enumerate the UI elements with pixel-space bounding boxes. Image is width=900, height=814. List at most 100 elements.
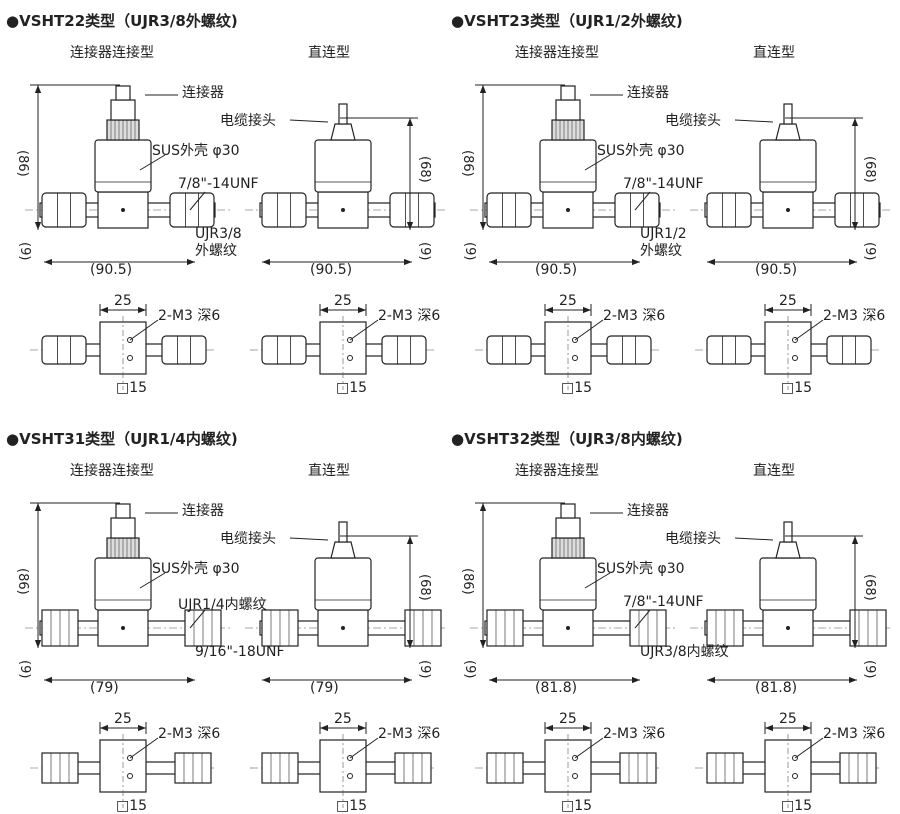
arrow-head [583,306,591,314]
bottom-square-left: □15 [116,798,148,814]
bottom-left-fitting [486,752,524,784]
m3-hole [792,355,798,361]
section-title: ●VSHT23类型（UJR1/2外螺纹) [451,12,683,30]
connector-body [110,99,136,121]
callout-end-thread: 9/16"-18UNF [195,644,285,660]
left-fitting [41,609,79,647]
arrow-head [406,118,414,126]
bottom-dim-right: 25 [779,711,797,727]
arrow-head [545,724,553,732]
bottom-right-fitting [839,752,877,784]
arrow-head [489,258,497,266]
bottom-thread-right: 2-M3 深6 [823,726,886,742]
arrow-head [632,258,640,266]
sus-housing [539,557,597,611]
arrow-head [187,258,195,266]
arrow-head [187,676,195,684]
callout-housing: SUS外壳 φ30 [152,143,240,159]
center-mark [566,208,570,212]
height-left: (86) [15,568,30,595]
arrow-head [34,85,42,93]
bottom-right-fitting [381,335,427,365]
sus-housing [94,139,152,193]
fitting-body [389,192,435,228]
arrow-head [851,640,859,648]
arrow-head [765,306,773,314]
callout-end-thread: UJR3/8 外螺纹 [195,226,242,259]
callout-end-thread: UJR1/2 外螺纹 [640,226,687,259]
thread-leader [129,319,159,341]
arrow-head [406,536,414,544]
bottom-dim-left: 25 [559,293,577,309]
arrow-head [406,640,414,648]
cable-stub [783,103,793,125]
section-title: ●VSHT31类型（UJR1/4内螺纹) [6,430,238,448]
callout-cable-gland: 电缆接头 [665,113,721,129]
m3-hole [127,355,133,361]
offset-left: (9) [462,242,477,261]
fitting-body [381,335,427,365]
bottom-right-fitting [606,335,652,365]
thread-leader [349,737,379,759]
subtitle-connector-type: 连接器连接型 [515,45,599,61]
thread-leader [794,319,824,341]
arrow-head [404,258,412,266]
cable-gland [775,541,801,559]
arrow-head [138,306,146,314]
arrow-head [358,306,366,314]
connector-cap [560,503,576,519]
fitting-body [261,192,307,228]
bottom-dim-right: 25 [334,293,352,309]
thread-leader [129,737,159,759]
arrow-head [100,724,108,732]
sus-housing [759,139,817,193]
height-left: (86) [460,150,475,177]
arrow-head [851,222,859,230]
connector-cap [115,85,131,101]
callout-cable-gland: 电缆接头 [220,113,276,129]
callout-leader [189,609,206,629]
callout-end-thread: UJR3/8内螺纹 [640,644,729,660]
fitting-body [706,192,752,228]
center-mark [566,626,570,630]
fitting-body [834,192,880,228]
bottom-thread-left: 2-M3 深6 [603,308,666,324]
arrow-head [320,306,328,314]
bottom-dim-right: 25 [334,711,352,727]
bottom-right-fitting [174,752,212,784]
m3-hole [347,773,353,779]
width-left: (81.8) [535,680,578,696]
bottom-dim-left: 25 [114,293,132,309]
bottom-dim-left: 25 [559,711,577,727]
callout-thread: UJR1/4内螺纹 [178,597,267,613]
callout-thread: 7/8"-14UNF [178,176,259,192]
right-fitting [389,192,435,228]
callout-leader [289,119,329,123]
bottom-thread-left: 2-M3 深6 [603,726,666,742]
callout-leader [584,154,611,171]
right-fitting [834,192,880,228]
arrow-head [100,306,108,314]
connector-body [110,517,136,539]
sus-housing [314,139,372,193]
section-title: ●VSHT32类型（UJR3/8内螺纹) [451,430,683,448]
offset-right: (9) [862,660,877,679]
bottom-dim-right: 25 [779,293,797,309]
right-fitting [629,609,667,647]
arrow-head [406,222,414,230]
bottom-square-left: □15 [561,380,593,396]
left-fitting [41,192,87,228]
bottom-square-right: □15 [336,380,368,396]
width-left: (79) [90,680,119,696]
bottom-left-fitting [706,752,744,784]
height-right: (68) [862,574,877,601]
bottom-right-fitting [394,752,432,784]
center-mark [121,626,125,630]
offset-right: (9) [417,242,432,261]
cable-gland [330,541,356,559]
section-drawing [25,502,445,808]
left-fitting [486,192,532,228]
callout-leader [734,119,774,123]
